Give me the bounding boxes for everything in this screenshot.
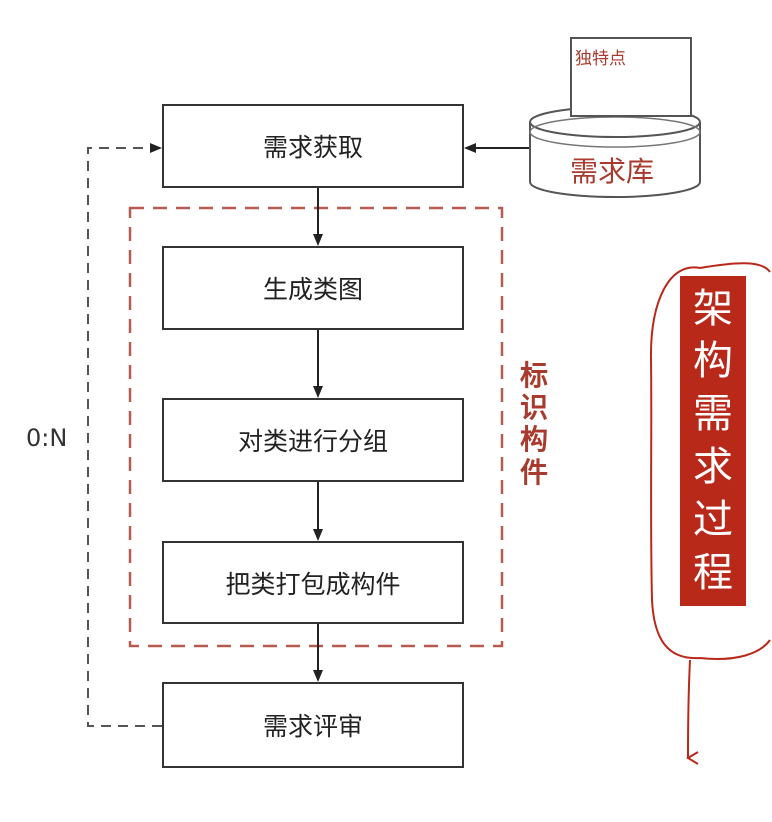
step-package-components-label: 把类打包成构件 [225, 569, 401, 599]
step-group-classes-box: 对类进行分组 [162, 398, 464, 482]
loop-multiplicity-label: 0:N [26, 424, 68, 452]
step-review-label: 需求评审 [262, 712, 363, 741]
group-label-char: 标 [520, 359, 549, 392]
title-banner: 架 构 需 求 过 程 [680, 276, 746, 606]
group-label: 标 识 构 件 [520, 359, 549, 489]
title-char: 过 [693, 496, 733, 543]
title-char: 程 [693, 549, 733, 596]
title-char: 架 [693, 285, 733, 332]
step-package-components-box: 把类打包成构件 [162, 541, 464, 624]
repository-note-sheet [570, 37, 692, 117]
group-label-char: 件 [520, 455, 549, 489]
handwritten-down-arrow [686, 659, 699, 765]
step-acquire-label: 需求获取 [262, 133, 363, 162]
title-char: 构 [693, 338, 733, 385]
group-label-char: 构 [520, 423, 549, 457]
handwritten-bracket [649, 262, 771, 660]
repository-label: 需求库 [570, 155, 655, 188]
step-review-box: 需求评审 [162, 682, 464, 768]
identify-components-group [128, 206, 504, 648]
title-char: 需 [693, 391, 733, 438]
step-class-diagram-label: 生成类图 [262, 275, 363, 304]
repository-note-label: 独特点 [575, 49, 626, 69]
step-group-classes-label: 对类进行分组 [237, 427, 388, 456]
group-label-char: 识 [520, 391, 549, 425]
title-char: 求 [693, 444, 733, 490]
step-acquire-box: 需求获取 [162, 104, 464, 188]
step-class-diagram-box: 生成类图 [162, 246, 464, 330]
feedback-loop-arrow [87, 143, 162, 727]
